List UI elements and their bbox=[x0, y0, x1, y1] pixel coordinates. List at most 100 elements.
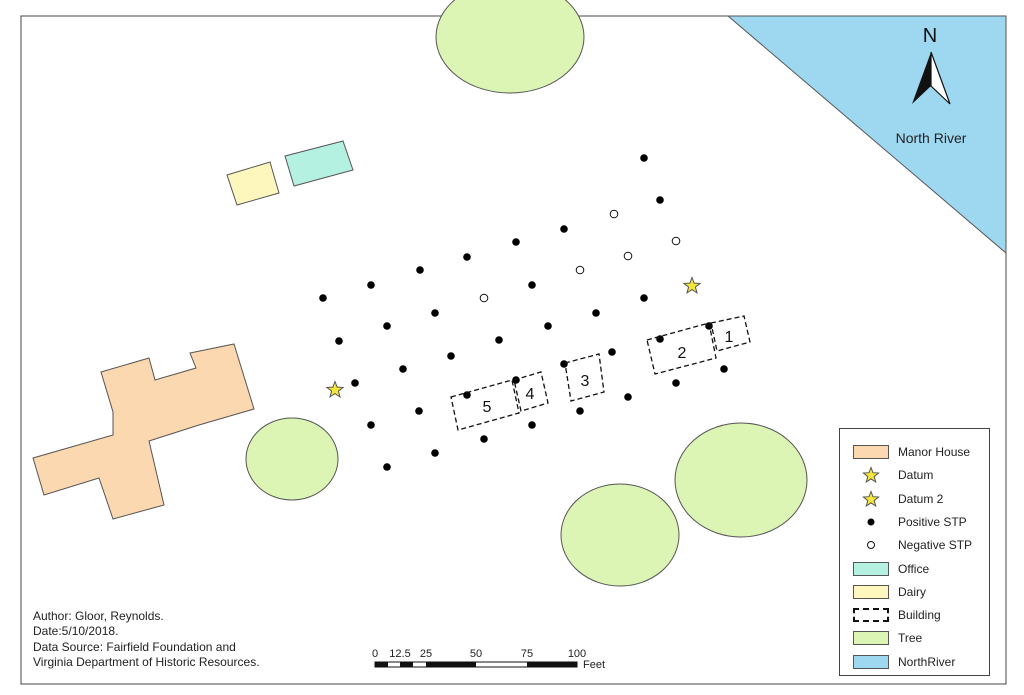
dairy bbox=[226, 161, 280, 206]
legend-item: Negative STP bbox=[852, 534, 990, 556]
legend-label: Positive STP bbox=[898, 514, 967, 529]
positive-stp bbox=[656, 196, 664, 204]
north-arrow: N bbox=[912, 25, 951, 105]
legend-item: Datum bbox=[852, 464, 990, 486]
negative-stp bbox=[575, 265, 585, 275]
north-arrow-icon bbox=[912, 52, 931, 104]
legend-swatch bbox=[852, 444, 890, 460]
tree bbox=[245, 417, 339, 501]
legend-swatch-box bbox=[853, 561, 889, 576]
positive-stp bbox=[463, 253, 471, 261]
building-label-4: 4 bbox=[526, 386, 535, 403]
positive-stp bbox=[512, 238, 520, 246]
legend-label: Building bbox=[898, 608, 941, 623]
negative-stp bbox=[609, 209, 619, 219]
north-arrow-label: N bbox=[923, 25, 937, 47]
datum-star-icon bbox=[325, 380, 345, 399]
tree bbox=[435, 0, 585, 94]
river-label: North River bbox=[896, 130, 967, 146]
manor-house bbox=[32, 343, 255, 520]
positive-stp bbox=[720, 365, 728, 373]
legend-swatch-box bbox=[853, 445, 889, 459]
positive-stp bbox=[640, 154, 648, 162]
legend-ring-icon bbox=[852, 537, 890, 553]
legend-item: Datum 2 bbox=[852, 488, 990, 510]
positive-stp bbox=[480, 435, 488, 443]
positive-stp bbox=[431, 449, 439, 457]
positive-stp bbox=[576, 407, 584, 415]
scale-tick-0: 0 bbox=[372, 648, 378, 660]
star-icon-shape bbox=[862, 489, 880, 507]
datum-2-star-icon bbox=[682, 276, 702, 295]
scale-tick-75: 75 bbox=[521, 648, 533, 660]
positive-stp bbox=[672, 379, 680, 387]
positive-stp bbox=[415, 407, 423, 415]
positive-stp bbox=[624, 393, 632, 401]
scale-tick-50: 50 bbox=[470, 648, 482, 660]
legend-dot-icon bbox=[852, 514, 890, 530]
dot-icon bbox=[867, 518, 875, 526]
scale-bar-segment bbox=[375, 662, 388, 667]
negative-stp bbox=[623, 251, 633, 261]
legend-swatch bbox=[852, 584, 890, 600]
legend-swatch-box bbox=[853, 654, 889, 669]
positive-stp bbox=[383, 463, 391, 471]
positive-stp bbox=[383, 322, 391, 330]
north-arrow-icon-right bbox=[930, 51, 951, 105]
datum-layer bbox=[325, 276, 702, 399]
building-label-5: 5 bbox=[483, 399, 492, 416]
positive-stp bbox=[367, 421, 375, 429]
scale-unit: Feet bbox=[583, 659, 605, 671]
building-label-2: 2 bbox=[678, 345, 687, 362]
positive-stp bbox=[399, 365, 407, 373]
positive-stp bbox=[416, 266, 424, 274]
legend-star-icon bbox=[852, 466, 890, 484]
scale-bar: 0 12.5 25 50 75 100 Feet bbox=[372, 648, 605, 671]
legend-item: Dairy bbox=[852, 581, 990, 603]
scale-bar-segment bbox=[527, 662, 577, 667]
building-4 bbox=[513, 371, 549, 412]
positive-stp bbox=[495, 336, 503, 344]
legend-label: Negative STP bbox=[898, 538, 973, 553]
legend-item: Manor House bbox=[852, 441, 990, 463]
scale-tick-100: 100 bbox=[568, 648, 586, 660]
building-1 bbox=[710, 315, 751, 352]
legend-label: Datum 2 bbox=[898, 491, 944, 506]
positive-stp bbox=[544, 322, 552, 330]
positive-stp bbox=[560, 360, 568, 368]
scale-tick-12-5: 12.5 bbox=[389, 648, 410, 660]
positive-stp bbox=[431, 309, 439, 317]
legend-swatch-dashed bbox=[853, 608, 889, 623]
legend-item: Positive STP bbox=[852, 511, 990, 533]
trees bbox=[245, 0, 808, 587]
office bbox=[284, 140, 354, 187]
negative-stp bbox=[671, 236, 681, 246]
dot-icon-shape bbox=[867, 518, 875, 526]
star-icon-shape bbox=[862, 466, 880, 484]
credit-source-line-1: Data Source: Fairfield Foundation and bbox=[33, 640, 236, 654]
building-2 bbox=[646, 322, 717, 375]
scale-tick-25: 25 bbox=[420, 648, 432, 660]
positive-stp bbox=[463, 391, 471, 399]
legend-label: Office bbox=[898, 561, 930, 576]
positive-stp bbox=[367, 281, 375, 289]
legend-label: Dairy bbox=[898, 584, 927, 599]
legend-item: Building bbox=[852, 604, 990, 626]
legend-swatch bbox=[852, 607, 890, 623]
legend-star-icon bbox=[852, 489, 890, 507]
positive-stp bbox=[528, 421, 536, 429]
tree bbox=[674, 422, 808, 538]
legend-swatch-box bbox=[853, 584, 889, 599]
positive-stp bbox=[447, 352, 455, 360]
legend-label: Tree bbox=[898, 631, 923, 646]
ring-icon-shape bbox=[867, 541, 875, 550]
tree bbox=[560, 483, 680, 587]
building-5 bbox=[450, 379, 520, 431]
positive-stp bbox=[560, 225, 568, 233]
legend-swatch bbox=[852, 561, 890, 577]
star-icon bbox=[862, 489, 880, 507]
scale-bar-segment bbox=[426, 662, 476, 667]
stp-layer bbox=[319, 154, 728, 471]
